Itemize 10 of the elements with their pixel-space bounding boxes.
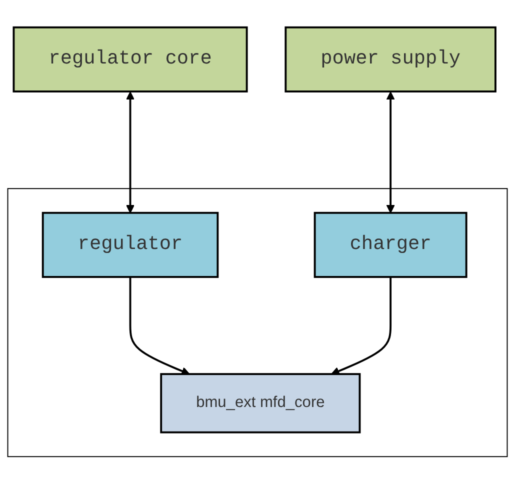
arrow (331, 276, 392, 376)
arrow (386, 91, 395, 214)
node-box: regulator core (12, 26, 248, 92)
cluster (7, 188, 508, 458)
arrow (126, 91, 135, 214)
node-box: bmu_ext mfd_core (160, 373, 361, 434)
node-box: charger (314, 212, 468, 278)
node-box: regulator (42, 212, 219, 278)
node-box: power supply (284, 26, 496, 92)
arrow (129, 276, 190, 376)
